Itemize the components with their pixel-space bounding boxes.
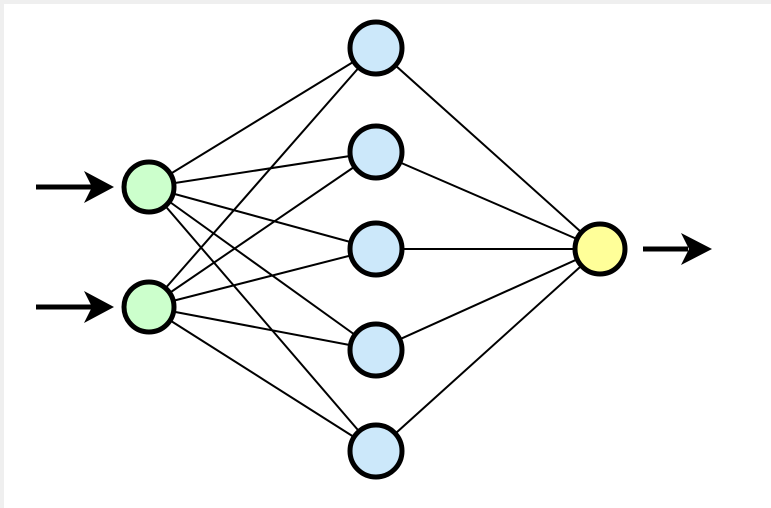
edge-i2-h5	[148, 306, 377, 452]
hidden-layer	[347, 19, 405, 480]
edges-group	[148, 47, 601, 452]
edge-h5-o1	[375, 248, 601, 452]
edge-h2-o1	[375, 151, 601, 250]
edge-h4-o1	[375, 248, 601, 351]
edge-i2-h2	[148, 151, 377, 308]
output-node-1[interactable]	[572, 221, 628, 277]
output-arrow-1-head-icon	[681, 233, 712, 265]
left-margin-strip	[0, 0, 4, 508]
hidden-node-5[interactable]	[347, 422, 405, 480]
input-node-1[interactable]	[121, 159, 177, 215]
input-arrow-2-head-icon	[84, 291, 114, 323]
hidden-node-3[interactable]	[347, 220, 405, 278]
edge-i2-h1	[148, 47, 377, 308]
input-node-2[interactable]	[121, 279, 177, 335]
io-arrows-group	[36, 171, 712, 323]
nodes-group	[121, 19, 628, 480]
output-layer	[572, 221, 628, 277]
hidden-node-4[interactable]	[347, 321, 405, 379]
hidden-node-2[interactable]	[347, 123, 405, 181]
edge-h1-o1	[375, 47, 601, 250]
edge-i1-h2	[148, 151, 377, 188]
edge-i1-h3	[148, 186, 377, 250]
edge-i1-h1	[148, 47, 377, 188]
edge-i2-h4	[148, 306, 377, 351]
hidden-node-1[interactable]	[347, 19, 405, 77]
edge-i2-h3	[148, 248, 377, 308]
top-margin-strip	[0, 0, 771, 4]
input-arrow-1-head-icon	[84, 171, 114, 203]
edge-i1-h5	[148, 186, 377, 452]
input-layer	[121, 159, 177, 335]
edge-i1-h4	[148, 186, 377, 351]
